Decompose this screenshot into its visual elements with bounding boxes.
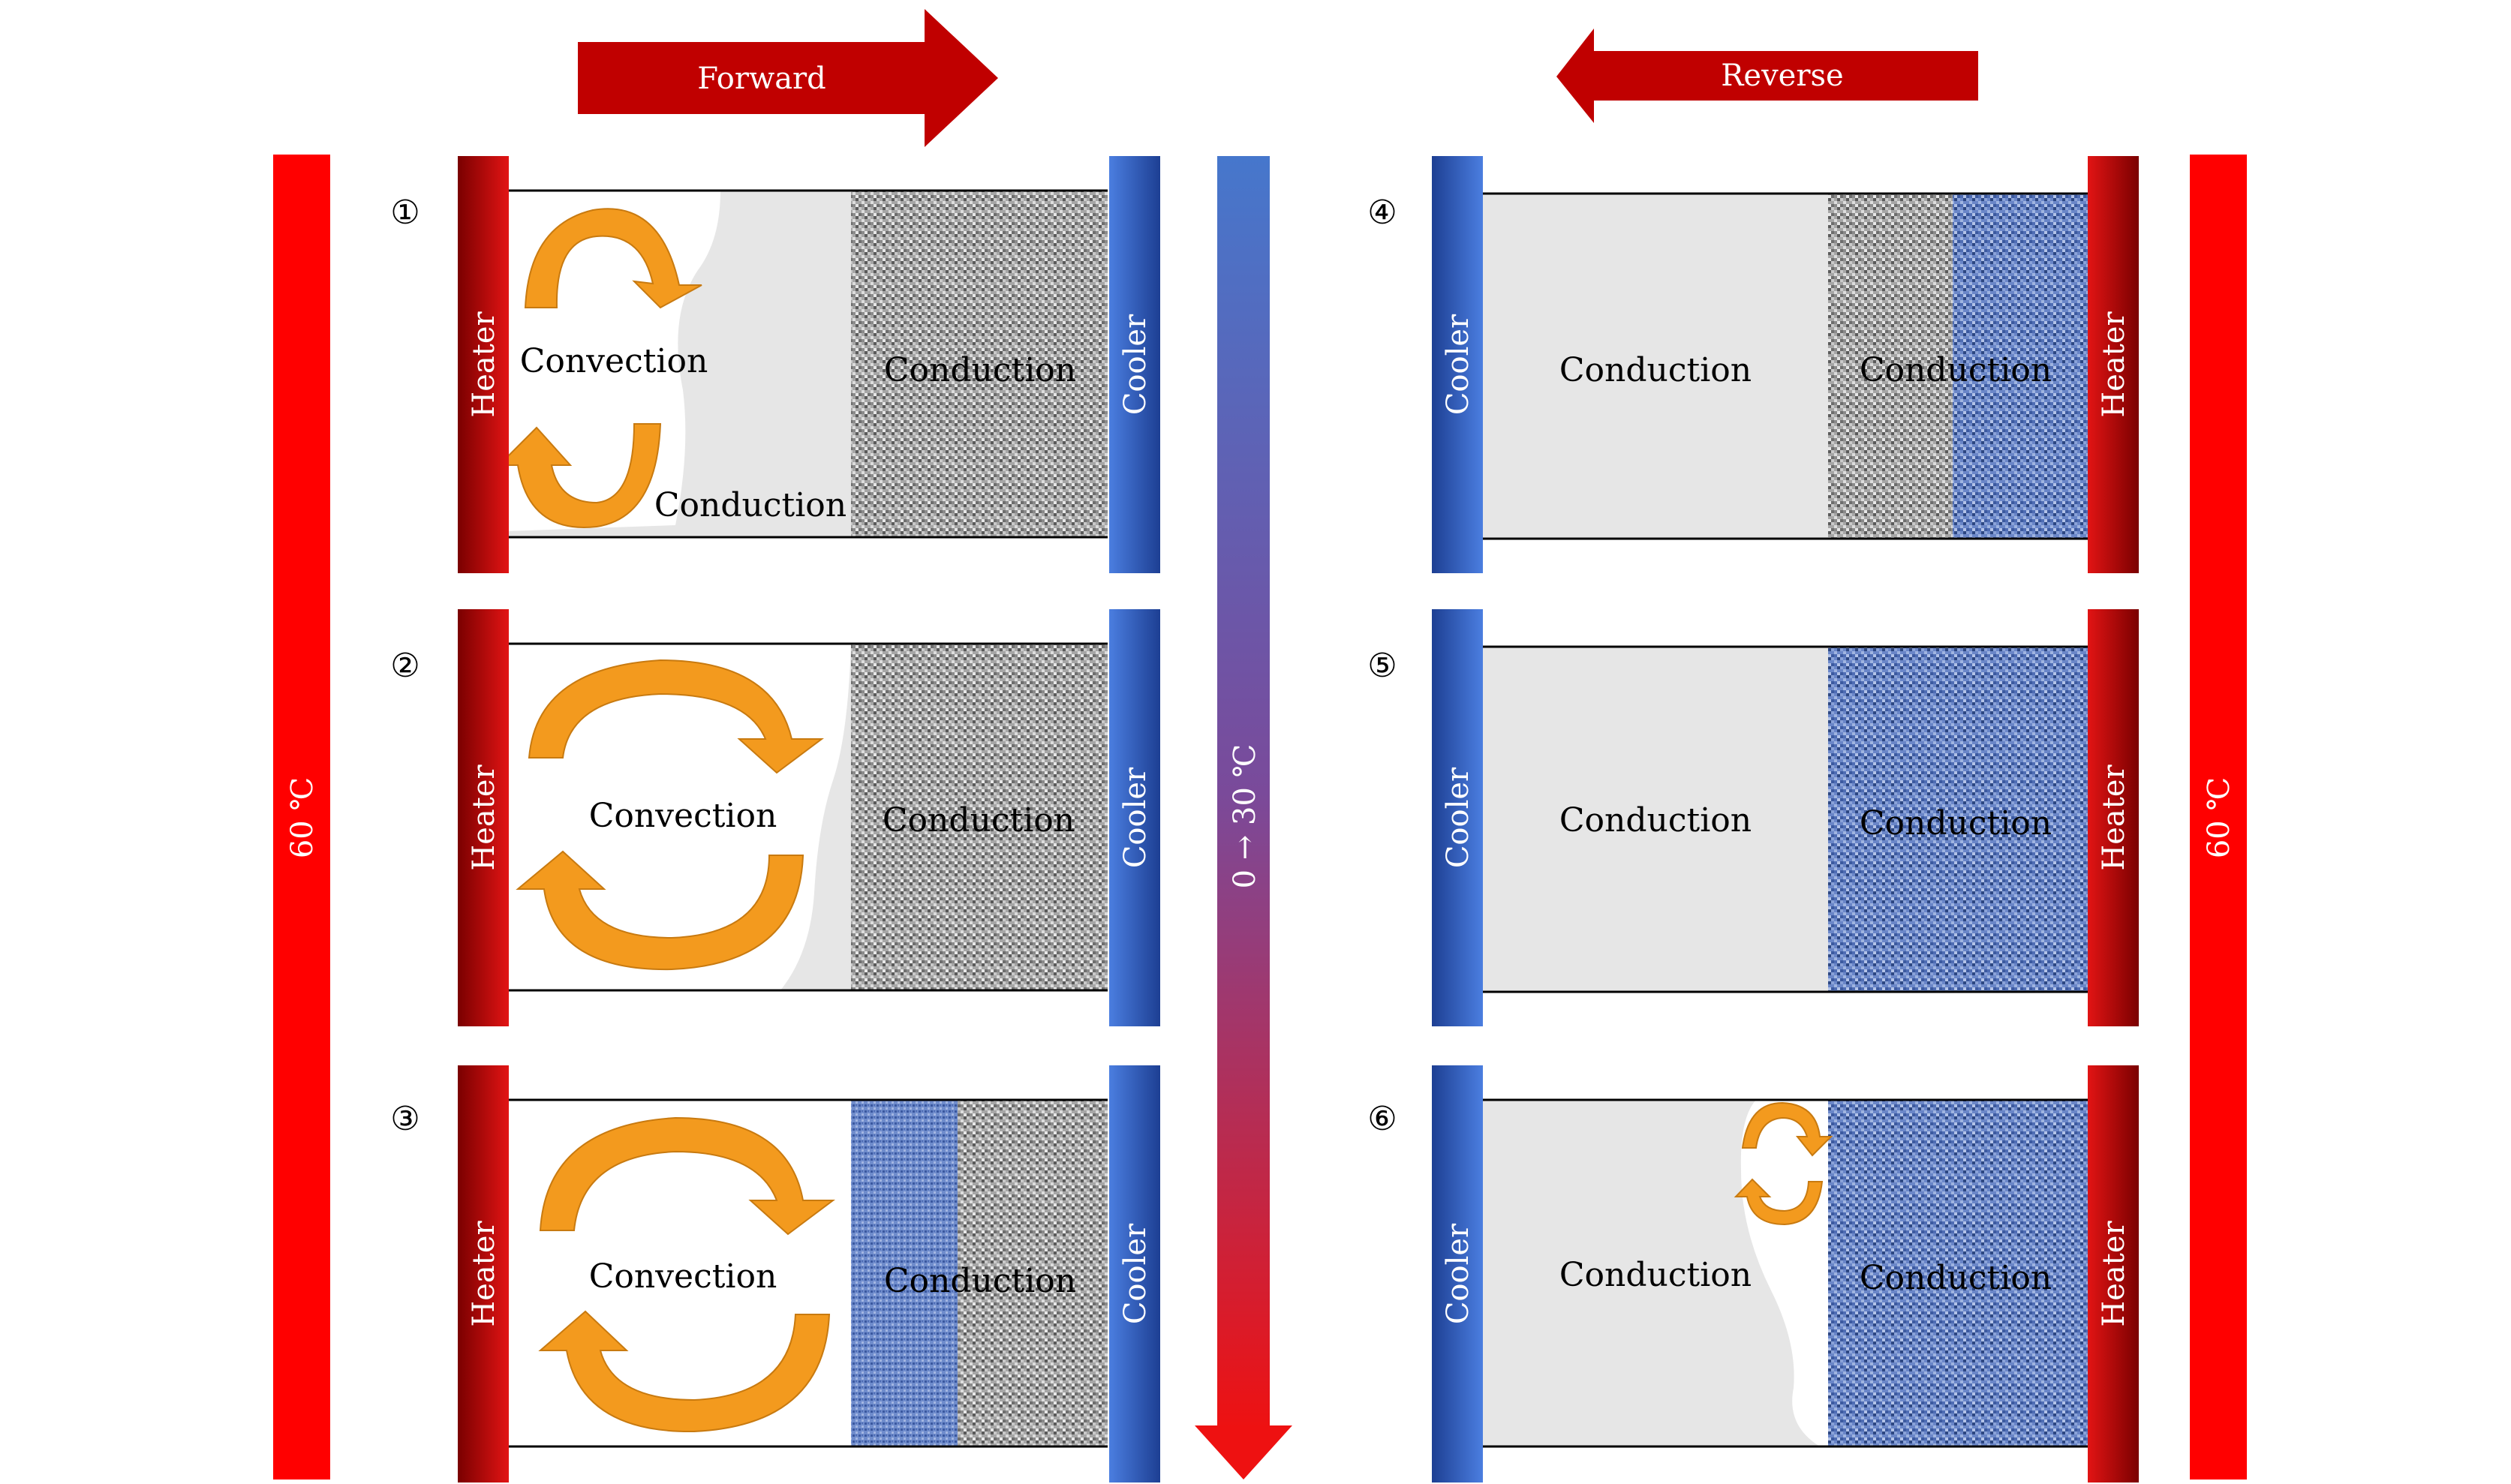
heater-block	[2088, 156, 2139, 573]
cooler-label: Cooler	[1118, 314, 1153, 415]
heater-label: Heater	[2097, 1220, 2131, 1326]
cooler-block	[1109, 156, 1160, 573]
right-temperature-label: 60 ℃	[2202, 777, 2236, 858]
heater-block	[2088, 1065, 2139, 1482]
conduction-label: Conduction	[883, 801, 1075, 840]
solid-blue-region	[1953, 194, 2088, 539]
convection-label: Convection	[520, 342, 708, 380]
convection-arrow-icon	[1734, 1101, 1833, 1226]
conduction-label: Conduction	[1559, 1256, 1752, 1294]
heater-label: Heater	[467, 764, 501, 870]
conduction-label: Conduction	[1860, 804, 2052, 843]
cooler-label: Cooler	[1118, 1223, 1153, 1324]
reverse-label: Reverse	[1721, 59, 1843, 93]
cooler-block	[1432, 156, 1483, 573]
panel-number: ①	[390, 194, 420, 232]
cooler-block	[1432, 609, 1483, 1026]
convection-label: Convection	[589, 797, 777, 835]
solid-region	[1828, 194, 1953, 539]
liquid-region	[780, 644, 851, 990]
heater-label: Heater	[467, 1220, 501, 1326]
convection-label: Convection	[589, 1257, 777, 1296]
cooler-label: Cooler	[1441, 767, 1475, 868]
forward-arrow: Forward	[578, 9, 998, 147]
heater-block	[458, 156, 509, 573]
forward-label: Forward	[697, 62, 826, 96]
heater-block	[2088, 609, 2139, 1026]
panel-number: ⑤	[1367, 647, 1397, 685]
cooling-arrow: 0 → 30 ℃	[1195, 156, 1292, 1479]
cooler-label: Cooler	[1118, 767, 1153, 868]
panel-number: ⑥	[1367, 1100, 1397, 1138]
cooler-block	[1109, 1065, 1160, 1482]
panel-2: ② Convection Conduction Heater Cooler	[390, 609, 1160, 1026]
panel-number: ③	[390, 1100, 420, 1138]
cooler-label: Cooler	[1441, 314, 1475, 415]
left-temperature-bar: 60 ℃	[273, 155, 330, 1479]
solid-region	[958, 1100, 1108, 1446]
convection-arrow-icon	[539, 1116, 835, 1236]
left-temperature-label: 60 ℃	[285, 777, 320, 858]
reverse-arrow: Reverse	[1556, 29, 1978, 123]
right-temperature-bar: 60 ℃	[2190, 155, 2247, 1479]
heater-label: Heater	[467, 311, 501, 417]
heater-block	[458, 609, 509, 1026]
convection-arrow-icon	[524, 208, 702, 309]
panel-3: ③ Convection Conduction Heater Cooler	[390, 1065, 1160, 1482]
cooling-range-label: 0 → 30 ℃	[1228, 744, 1262, 889]
panel-1: ① Convection Conduction Conduction Heate…	[390, 156, 1160, 573]
solid-region	[851, 191, 1108, 537]
convection-arrow-icon	[528, 659, 824, 774]
convection-arrow-icon	[538, 1310, 831, 1433]
heater-block	[458, 1065, 509, 1482]
solid-region	[851, 644, 1108, 990]
heater-label: Heater	[2097, 311, 2131, 417]
conduction-label: Conduction	[884, 351, 1076, 389]
conduction-label: Conduction	[654, 486, 847, 524]
panel-number: ④	[1367, 194, 1397, 232]
conduction-label: Conduction	[1860, 351, 2052, 389]
panel-number: ②	[390, 647, 420, 685]
heater-label: Heater	[2097, 764, 2131, 870]
conduction-label: Conduction	[884, 1262, 1076, 1300]
cooler-block	[1432, 1065, 1483, 1482]
solid-blue-region	[1828, 647, 2088, 992]
conduction-label: Conduction	[1559, 351, 1752, 389]
convection-arrow-icon	[516, 850, 804, 971]
conduction-label: Conduction	[1860, 1259, 2052, 1297]
cooler-label: Cooler	[1441, 1223, 1475, 1324]
convection-arrow-icon	[497, 423, 662, 528]
panel-6: ⑥ Conduction Conduction Cooler Heater	[1367, 1065, 2139, 1482]
panel-5: ⑤ Conduction Conduction Cooler Heater	[1367, 609, 2139, 1026]
melt-region	[1740, 1100, 1828, 1446]
conduction-label: Conduction	[1559, 801, 1752, 840]
solid-blue-region	[851, 1100, 958, 1446]
cooler-block	[1109, 609, 1160, 1026]
panel-4: ④ Conduction Conduction Cooler Heater	[1367, 156, 2139, 573]
solid-blue-region	[1828, 1100, 2088, 1446]
